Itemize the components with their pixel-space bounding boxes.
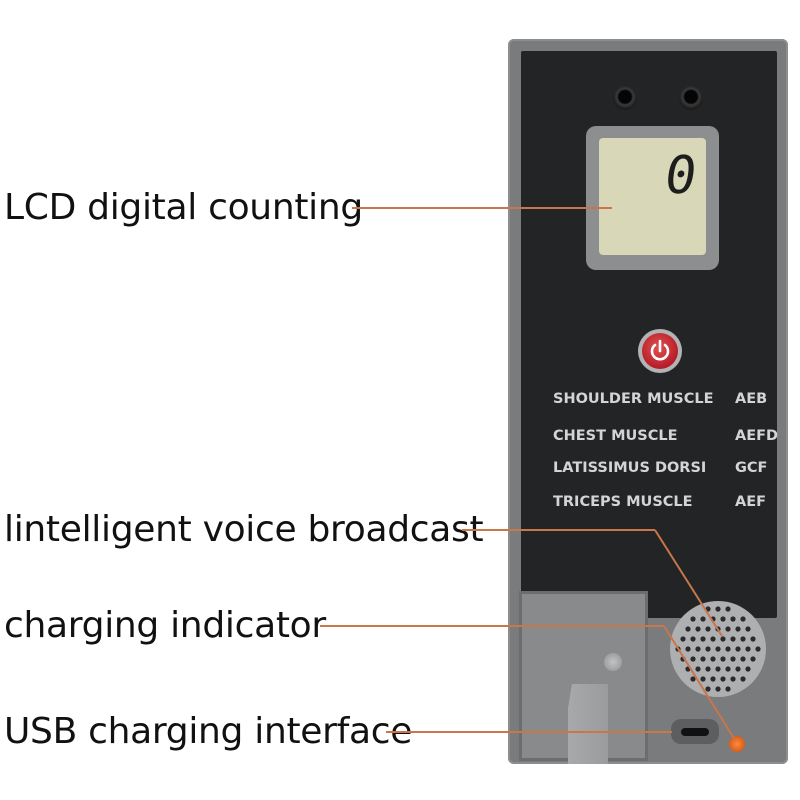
muscle-name: CHEST MUSCLE	[553, 428, 678, 444]
muscle-row-triceps: TRICEPS MUSCLE AEF	[553, 494, 778, 510]
callout-usb-charging-interface: USB charging interface	[4, 711, 413, 752]
lcd-screen: 0	[599, 138, 706, 255]
power-icon	[650, 339, 670, 361]
muscle-row-shoulder: SHOULDER MUSCLE AEB	[553, 391, 778, 407]
indicator-window-icon	[604, 653, 622, 671]
lcd-count-value: 0	[660, 146, 701, 206]
muscle-code: AEB	[735, 391, 768, 407]
muscle-code: AEF	[735, 494, 767, 510]
power-button-ring[interactable]	[638, 329, 682, 373]
muscle-row-chest: CHEST MUSCLE AEFD	[553, 428, 778, 444]
muscle-code: AEFD	[735, 428, 779, 444]
sensor-left-icon	[613, 86, 637, 110]
callout-voice-broadcast: lintelligent voice broadcast	[4, 509, 484, 550]
muscle-code: GCF	[735, 460, 768, 476]
muscle-name: SHOULDER MUSCLE	[553, 391, 714, 407]
callout-charging-indicator: charging indicator	[4, 605, 326, 646]
sensor-right-icon	[679, 86, 703, 110]
speaker-grille-icon	[670, 601, 766, 697]
usb-port-icon[interactable]	[671, 719, 719, 744]
clip-tab	[568, 684, 608, 764]
muscle-name: LATISSIMUS DORSI	[553, 460, 707, 476]
charging-led-icon	[729, 736, 745, 752]
lcd-frame: 0	[586, 126, 719, 270]
front-panel: 0 SHOULDER MUSCLE AEB CHEST MUSCLE AEFD …	[521, 51, 778, 618]
usb-port-slot	[681, 728, 709, 736]
callout-lcd-digital-counting: LCD digital counting	[4, 187, 363, 228]
muscle-trainer-device: 0 SHOULDER MUSCLE AEB CHEST MUSCLE AEFD …	[508, 39, 788, 764]
muscle-row-latissimus: LATISSIMUS DORSI GCF	[553, 460, 778, 476]
power-button[interactable]	[642, 333, 678, 369]
battery-compartment	[519, 591, 648, 764]
muscle-name: TRICEPS MUSCLE	[553, 494, 693, 510]
